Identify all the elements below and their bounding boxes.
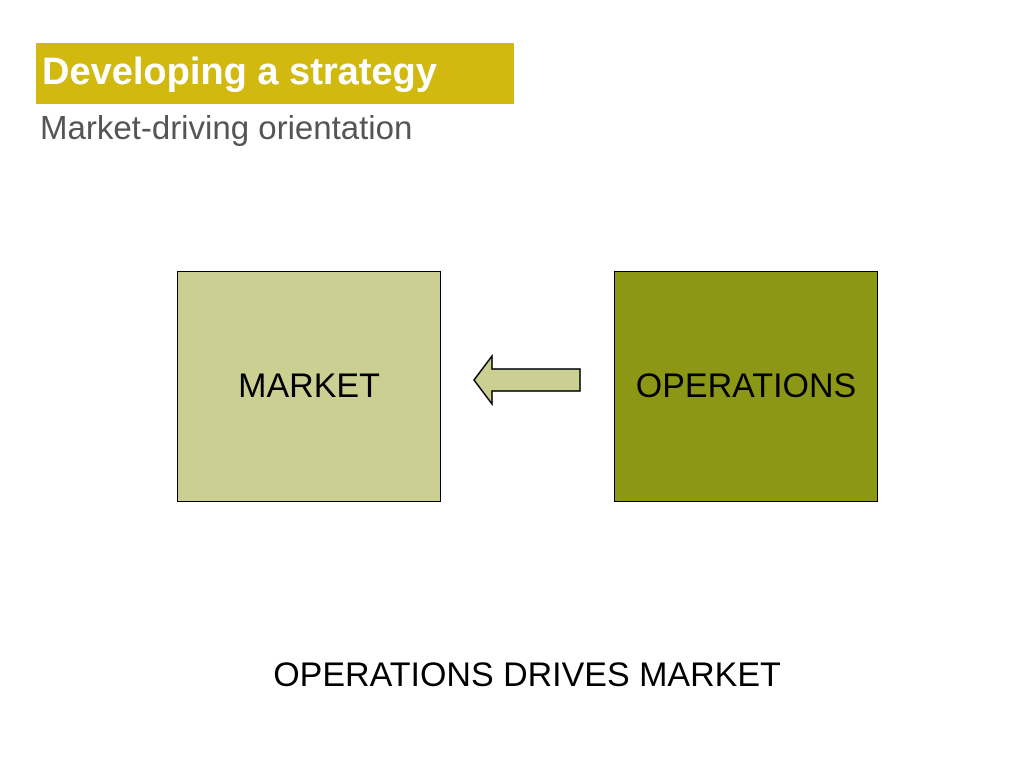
operations-box: OPERATIONS: [614, 271, 878, 502]
operations-box-label: OPERATIONS: [635, 367, 857, 405]
slide-title: Developing a strategy: [42, 51, 437, 93]
market-box: MARKET: [177, 271, 441, 502]
left-arrow-icon: [473, 354, 581, 406]
slide-subtitle: Market-driving orientation: [40, 109, 413, 146]
title-bar: [36, 43, 514, 104]
diagram-caption: OPERATIONS DRIVES MARKET: [273, 656, 781, 694]
market-box-label: MARKET: [238, 367, 380, 405]
arrow-shape: [473, 354, 581, 406]
